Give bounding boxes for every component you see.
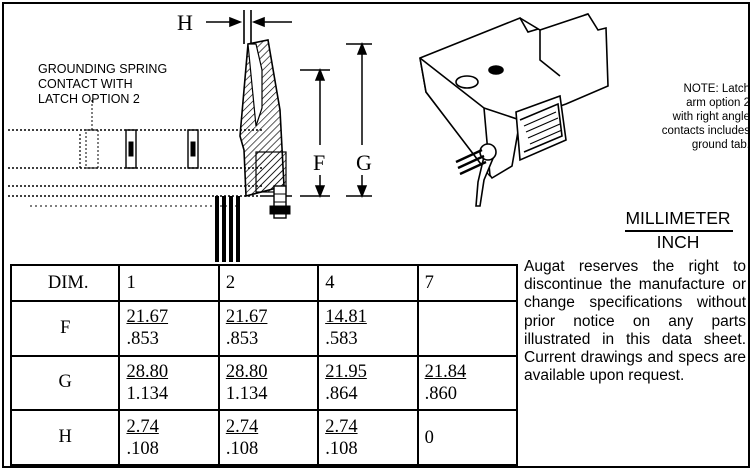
unit-inch: INCH xyxy=(656,232,700,252)
value-cell: 2.74.108 xyxy=(217,409,320,466)
inch-value: 1.134 xyxy=(225,383,268,404)
mm-value: 2.74 xyxy=(126,416,159,437)
inch-value: .864 xyxy=(325,383,358,404)
table-row: H 2.74.108 2.74.108 2.74.108 0 xyxy=(9,409,519,466)
header-cell: 4 xyxy=(317,264,419,302)
inch-value: .853 xyxy=(225,329,259,350)
connector-perspective-view xyxy=(419,13,609,207)
row-dim-label: F xyxy=(9,300,121,357)
note-line: arm option 2 xyxy=(686,97,750,109)
unit-millimeter: MILLIMETER xyxy=(625,208,731,228)
grounding-label-line: LATCH OPTION 2 xyxy=(38,92,140,106)
value-cell: 2.74.108 xyxy=(118,409,220,466)
header-cell: 1 xyxy=(118,264,220,302)
latch-note: NOTE: Latch arm option 2 with right angl… xyxy=(560,82,750,152)
value-cell: 21.67.853 xyxy=(217,300,320,357)
table-header-row: DIM. 1 2 4 7 xyxy=(9,264,519,302)
mm-value: 21.67 xyxy=(225,307,268,328)
dim-f-label: F xyxy=(313,150,326,175)
grounding-label-line: GROUNDING SPRING xyxy=(38,62,168,76)
inch-value: .853 xyxy=(126,329,159,350)
mm-value: 28.80 xyxy=(126,361,169,382)
mm-value: 21.67 xyxy=(126,307,169,328)
header-cell: DIM. xyxy=(9,264,121,302)
row-dim-label: G xyxy=(9,354,121,412)
value-cell: 21.84.860 xyxy=(416,354,519,412)
value-cell: 21.67.853 xyxy=(118,300,220,357)
value-cell: 0 xyxy=(416,409,519,466)
note-line: with right angle xyxy=(672,111,750,123)
inch-value: .108 xyxy=(225,438,259,459)
mm-value: 21.84 xyxy=(424,361,467,382)
dimension-table: DIM. 1 2 4 7 F 21.67.853 21.67.853 14.81… xyxy=(9,264,519,466)
inch-value: .860 xyxy=(424,383,457,404)
inch-value: .108 xyxy=(325,438,358,459)
note-line: contacts includes xyxy=(661,125,750,137)
dim-h-label: H xyxy=(177,10,193,35)
connector-side-view xyxy=(8,39,292,262)
unit-fraction-rule xyxy=(625,230,733,232)
value-cell: 14.81.583 xyxy=(317,300,419,357)
inch-value: .583 xyxy=(325,329,358,350)
mm-value: 21.95 xyxy=(325,361,367,382)
dim-fg-arrows xyxy=(300,41,372,199)
note-line: ground tab. xyxy=(691,139,750,151)
mm-value: 2.74 xyxy=(225,416,259,437)
inch-value: 1.134 xyxy=(126,383,169,404)
note-line: NOTE: Latch xyxy=(683,83,750,95)
value-cell: 21.95.864 xyxy=(317,354,419,412)
inch-value: .108 xyxy=(126,438,159,459)
dim-h-arrows xyxy=(206,10,292,44)
datasheet-frame xyxy=(2,2,750,468)
header-cell: 7 xyxy=(416,264,519,302)
table-row: F 21.67.853 21.67.853 14.81.583 xyxy=(9,300,519,357)
grounding-label-line: CONTACT WITH xyxy=(38,77,133,91)
mm-value: 14.81 xyxy=(325,307,367,328)
dim-g-label: G xyxy=(356,150,372,175)
value-cell xyxy=(416,300,519,357)
mm-value: 2.74 xyxy=(325,416,358,437)
disclaimer-text: Augat reserves the right to discontinue … xyxy=(524,258,746,385)
mm-value: 0 xyxy=(424,427,434,448)
header-cell: 2 xyxy=(217,264,320,302)
row-dim-label: H xyxy=(9,409,121,466)
value-cell: 2.74.108 xyxy=(317,409,419,466)
mm-value: 28.80 xyxy=(225,361,268,382)
grounding-spring-label: GROUNDING SPRING CONTACT WITH LATCH OPTI… xyxy=(38,62,208,107)
